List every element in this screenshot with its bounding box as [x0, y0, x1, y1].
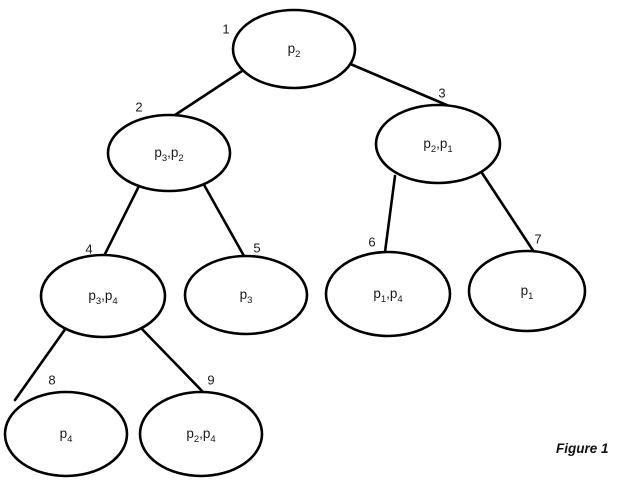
tree-node-8[interactable]: p4 8: [3, 372, 129, 478]
tree-edge-3-6: [383, 174, 397, 254]
node-label-3: p2,p1: [423, 136, 452, 155]
node-label-7: p1: [521, 283, 534, 302]
tree-edge-2-4: [102, 182, 142, 258]
node-ellipse-2[interactable]: [106, 113, 232, 193]
node-ellipse-3[interactable]: [374, 103, 502, 185]
tree-edge-4-9: [138, 325, 205, 394]
tree-edge-3-7: [480, 171, 536, 254]
node-index-9: 9: [207, 372, 214, 387]
node-index-5: 5: [253, 240, 260, 255]
tree-edge-4-8: [13, 326, 68, 402]
node-label-4: p3,p4: [88, 288, 117, 307]
node-label-9: p2,p4: [186, 426, 215, 445]
tree-node-4[interactable]: p3,p4 4: [39, 241, 167, 339]
edge-layer: [13, 61, 536, 402]
tree-node-2[interactable]: p3,p2 2: [106, 99, 232, 193]
node-ellipse-5[interactable]: [183, 254, 309, 336]
node-layer: p2 1 p3,p2 2 p2,p1 3 p3,p4 4 p3 5 p1,p4 6 p1 7 p4 8 p2,p…: [3, 8, 587, 478]
node-ellipse-9[interactable]: [138, 390, 264, 478]
node-label-2: p3,p2: [154, 145, 183, 164]
node-index-8: 8: [48, 372, 55, 387]
node-label-8: p4: [60, 426, 73, 445]
tree-node-6[interactable]: p1,p4 6: [324, 234, 452, 338]
tree-node-5[interactable]: p3 5: [183, 240, 309, 336]
tree-edge-2-5: [201, 181, 246, 258]
node-index-3: 3: [438, 85, 445, 100]
node-index-7: 7: [534, 231, 541, 246]
tree-node-9[interactable]: p2,p4 9: [138, 372, 264, 478]
node-index-4: 4: [85, 241, 92, 256]
tree-edge-1-3: [346, 61, 451, 108]
node-ellipse-4[interactable]: [39, 253, 167, 339]
node-ellipse-8[interactable]: [3, 390, 129, 478]
node-ellipse-1[interactable]: [231, 8, 357, 90]
tree-node-3[interactable]: p2,p1 3: [374, 85, 502, 185]
node-label-5: p3: [240, 287, 253, 306]
node-index-1: 1: [222, 21, 229, 36]
figure-caption: Figure 1: [556, 441, 609, 456]
node-index-2: 2: [135, 99, 142, 114]
node-index-6: 6: [368, 234, 375, 249]
node-ellipse-6[interactable]: [324, 250, 452, 338]
node-ellipse-7[interactable]: [467, 249, 587, 333]
tree-edge-1-2: [173, 67, 247, 117]
node-label-6: p1,p4: [373, 286, 402, 305]
tree-node-1[interactable]: p2 1: [222, 8, 357, 90]
tree-node-7[interactable]: p1 7: [467, 231, 587, 333]
node-label-1: p2: [288, 41, 301, 60]
